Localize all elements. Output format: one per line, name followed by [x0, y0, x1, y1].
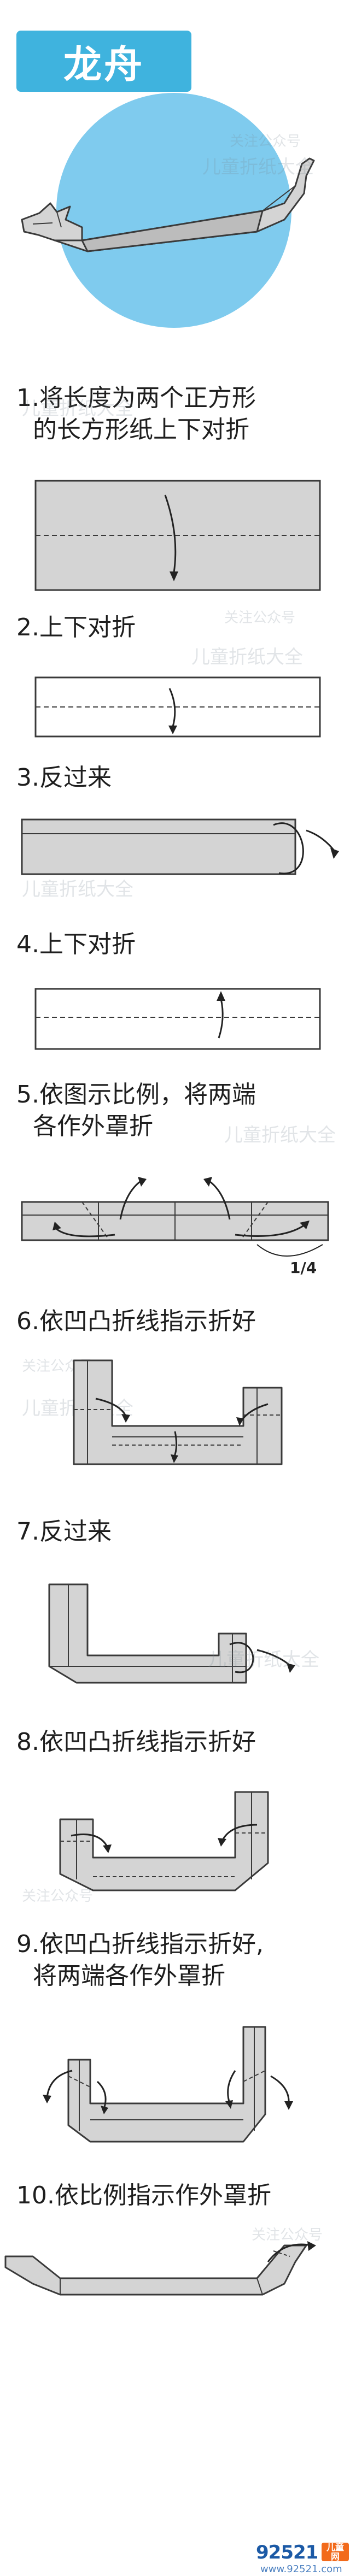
watermark-step2-b: 儿童折纸大全 [191, 646, 303, 668]
watermark-step2: 关注公众号 [224, 610, 296, 626]
step-8-diagram [59, 1791, 269, 1891]
dragon-head [21, 202, 83, 241]
step-7-diagram [48, 1583, 295, 1684]
step-1-diagram [34, 480, 321, 591]
boat-side [81, 210, 264, 252]
site-logo: 92521 儿童网 www.92521.com [256, 2542, 350, 2576]
dragon-boat-hero-illustration [21, 93, 315, 328]
site-logo-tag: 儿童网 [322, 2543, 349, 2561]
step-4-diagram [34, 988, 321, 1050]
title-banner: 龙舟 [16, 31, 191, 92]
step-5-diagram: 1/4 [21, 1177, 329, 1277]
step-6-text: 6.依凹凸折线指示折好 [16, 1307, 256, 1335]
fold-arrow [164, 494, 177, 573]
step-4-text: 4.上下对折 [16, 930, 136, 958]
step-1-text: 1.将长度为两个正方形 的长方形纸上下对折 [16, 384, 256, 444]
step-7-text: 7.反过来 [16, 1518, 112, 1546]
page-title: 龙舟 [63, 42, 144, 87]
site-url: www.92521.com [260, 2563, 342, 2575]
step-3-text: 3.反过来 [16, 764, 112, 792]
step-6-diagram [73, 1359, 283, 1465]
sun-circle [56, 93, 291, 328]
step-9-text: 9.依凹凸折线指示折好, 将两端各作外罩折 [16, 1930, 264, 1990]
site-logo-number: 92521 [256, 2542, 318, 2563]
step-5-text: 5.依图示比例，将两端 各作外罩折 [16, 1081, 256, 1140]
ratio-label: 1/4 [290, 1259, 317, 1277]
step-2-text: 2.上下对折 [16, 614, 136, 641]
step-9-diagram [43, 2026, 293, 2143]
step-3-diagram [21, 818, 339, 875]
step-10-diagram [4, 2241, 316, 2296]
step-2-diagram [34, 676, 321, 738]
step-8-text: 8.依凹凸折线指示折好 [16, 1728, 256, 1756]
step-10-text: 10.依比例指示作外罩折 [16, 2182, 271, 2209]
